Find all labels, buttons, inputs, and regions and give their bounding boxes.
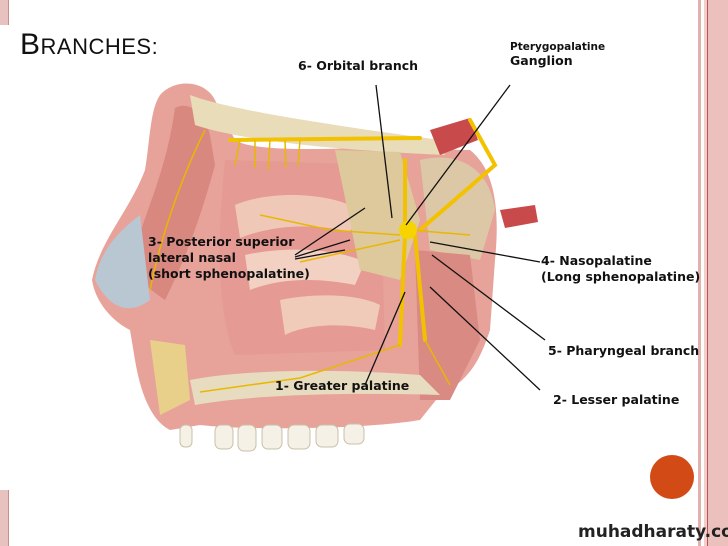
decorative-orange-circle: [650, 455, 694, 499]
left-decor-stripe: [0, 0, 9, 25]
slide-title: BRANCHES:: [20, 28, 159, 61]
label-greater-palatine: 1- Greater palatine: [275, 378, 410, 393]
label-line: lateral nasal: [148, 250, 236, 265]
label-lesser-palatine: 2- Lesser palatine: [553, 392, 680, 407]
label-pharyngeal-branch: 5- Pharyngeal branch: [548, 343, 700, 358]
label-line: (short sphenopalatine): [148, 266, 310, 281]
watermark: muhadharaty.com: [578, 522, 728, 542]
label-ganglion-line2: Ganglion: [510, 53, 573, 68]
label-line: 4- Nasopalatine: [541, 253, 652, 268]
label-orbital-branch: 6- Orbital branch: [298, 58, 419, 73]
label-ganglion-line1: Pterygopalatine: [510, 41, 606, 53]
right-decor-stripe: [698, 0, 728, 546]
label-line: (Long sphenopalatine): [541, 269, 701, 284]
label-line: 3- Posterior superior: [148, 234, 295, 249]
left-decor-stripe-bottom: [0, 490, 9, 546]
label-posterior-superior-lateral-nasal: 3- Posterior superior lateral nasal (sho…: [148, 234, 310, 282]
label-nasopalatine: 4- Nasopalatine (Long sphenopalatine): [541, 253, 700, 285]
